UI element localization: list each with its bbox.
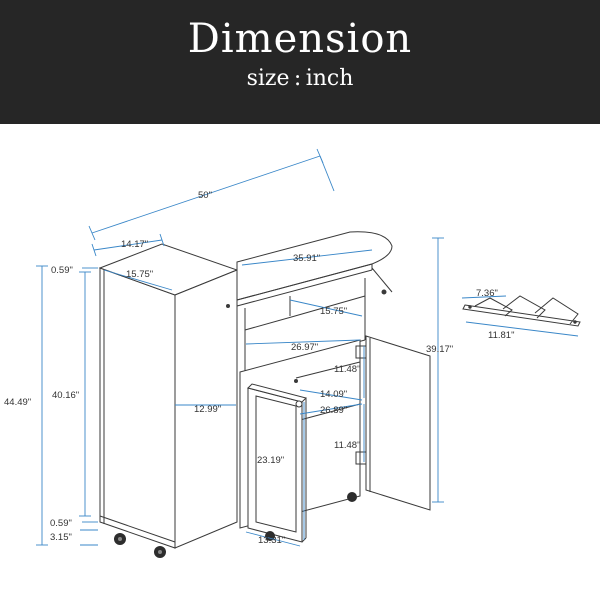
label-board-length: 35.91" xyxy=(293,253,320,264)
label-top-shelf-depth: 15.75" xyxy=(320,306,347,317)
wheel-icon xyxy=(347,492,357,502)
banner-title: Dimension xyxy=(187,16,413,62)
right-door xyxy=(365,335,431,511)
label-cabinet-height: 40.16" xyxy=(52,390,79,401)
label-shelf-space-upper: 11.48" xyxy=(334,364,360,375)
cabinet-outline xyxy=(98,231,431,549)
label-overall-length: 50" xyxy=(198,190,212,201)
ironing-board xyxy=(236,231,393,301)
label-inner-width: 26.89" xyxy=(320,405,347,416)
label-board-height: 39.17" xyxy=(426,344,453,355)
label-bottom-gap: 0.59" xyxy=(50,518,72,529)
label-cabinet-width: 15.75" xyxy=(126,269,153,280)
label-cabinet-depth: 14.17" xyxy=(121,239,148,250)
label-rack-width: 11.81" xyxy=(488,330,514,341)
tall-cabinet-front xyxy=(99,267,176,549)
label-shelf-space-lower: 11.48" xyxy=(334,440,360,451)
iron-rack xyxy=(462,295,581,327)
tall-cabinet-side xyxy=(174,269,238,549)
dimension-labels: 50" 14.17" 15.75" 35.91" 15.75" 26.97" 0… xyxy=(4,190,514,546)
label-rack-depth: 7.36" xyxy=(476,288,498,299)
furniture-diagram: 50" 14.17" 15.75" 35.91" 15.75" 26.97" 0… xyxy=(4,148,581,558)
label-door-width: 13.31" xyxy=(258,535,285,546)
wheels xyxy=(114,492,357,558)
label-shelf-width: 26.97" xyxy=(291,342,318,353)
label-wheel-height: 3.15" xyxy=(50,532,72,543)
title-banner: Dimension size : inch xyxy=(0,0,600,124)
label-inner-depth-2: 14.09" xyxy=(320,389,347,400)
label-top-board-gap: 0.59" xyxy=(51,265,73,276)
label-door-height: 23.19" xyxy=(257,455,284,466)
label-inner-depth: 12.99" xyxy=(194,404,221,415)
dimension-lines xyxy=(36,148,579,547)
label-total-height: 44.49" xyxy=(4,397,31,408)
banner-subtitle: size : inch xyxy=(246,66,354,91)
